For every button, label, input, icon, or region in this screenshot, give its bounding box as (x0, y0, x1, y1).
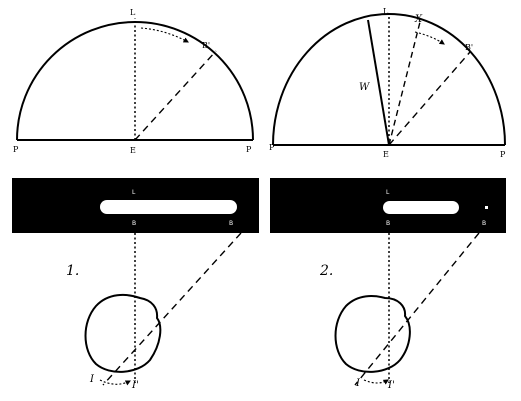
panel-1: P P E L B' L B B I I' 1. (12, 8, 259, 391)
panel-2-x-line-dashed (388, 21, 421, 146)
panel-2-label-l: L (383, 7, 389, 16)
panel-2-label-x: X (414, 14, 423, 25)
panel-2-eye-outline (334, 295, 411, 373)
panel-1-lower-diagonal-dashed (102, 232, 242, 386)
panel-1-label-p-right: P (246, 145, 252, 154)
panel-1-label-i-prime: I' (131, 380, 139, 391)
panel-1-diagonal-dashed (134, 50, 217, 141)
panel-1-label-e: E (130, 146, 136, 155)
panel-1-strip-label-b-right: B (229, 220, 233, 227)
panel-2-strip: L B B (270, 178, 506, 233)
panel-1-arc-arrow (140, 27, 189, 43)
panel-2-eye-arrow (363, 379, 389, 385)
panel-2-strip-label-b-right: B (482, 220, 486, 227)
panel-2-strip-dot (485, 206, 488, 209)
panel-2-label-b-prime: B' (465, 43, 473, 52)
panel-1-eye-arrow (99, 379, 131, 386)
panel-2-strip-slot (383, 201, 459, 214)
panel-1-strip-label-l: L (132, 189, 136, 196)
panel-2-strip-label-b-left: B (386, 220, 390, 227)
panel-2-label-w: W (359, 82, 370, 93)
panel-1-number: 1. (66, 263, 79, 279)
panel-1-strip: L B B (12, 178, 259, 233)
panel-2-arc-arrow (414, 31, 445, 45)
panel-1-label-b-prime: B' (202, 41, 210, 50)
panel-2-strip-label-l: L (386, 189, 390, 196)
panel-2-lower-diagonal-dashed (354, 232, 480, 386)
panel-1-strip-label-b-left: B (132, 220, 136, 227)
panel-2-semicircle: P P E L X W B' (269, 7, 506, 159)
panel-2-label-p-left: P (269, 143, 275, 152)
panel-1-label-i: I (89, 374, 95, 385)
panel-2-label-e: E (383, 150, 389, 159)
panel-2-w-line (367, 19, 390, 146)
panel-2: P P E L X W B' L B B I I' 2. (269, 7, 506, 391)
panel-2-number: 2. (319, 263, 333, 279)
panel-1-label-l: L (130, 8, 136, 17)
panel-1-strip-slot (100, 200, 237, 214)
panel-2-label-i-prime: I' (387, 380, 395, 391)
panel-2-label-p-right: P (500, 150, 506, 159)
panel-2-diagonal-dashed (388, 51, 471, 146)
panel-1-label-p-left: P (13, 145, 19, 154)
panel-2-label-i: I (355, 378, 361, 389)
panel-1-semicircle: P P E L B' (13, 8, 254, 155)
panel-1-eye-outline (84, 293, 162, 373)
panel-2-arc (272, 13, 506, 146)
